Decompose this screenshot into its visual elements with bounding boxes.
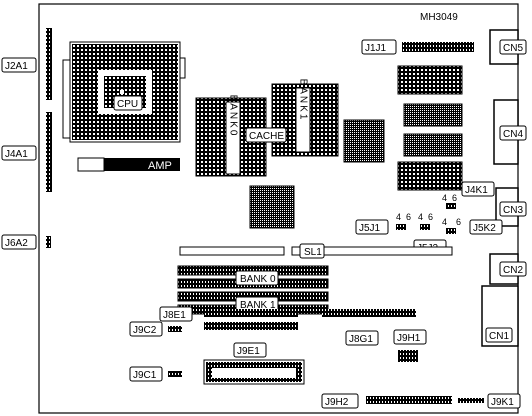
j9h1-label: J9H1 bbox=[397, 333, 421, 344]
mem-chip-4 bbox=[397, 161, 463, 191]
cn2-label: CN2 bbox=[503, 265, 523, 276]
j8e1-header bbox=[204, 309, 298, 317]
cn3-label: CN3 bbox=[503, 205, 523, 216]
j5k2-pin-right: 6 bbox=[456, 217, 461, 227]
j9e1-label: J9E1 bbox=[237, 346, 260, 357]
j9c1-label: J9C1 bbox=[133, 370, 157, 381]
cache-label: CACHE bbox=[249, 131, 284, 142]
j8g1-header bbox=[322, 309, 416, 317]
cache-label-box bbox=[245, 127, 287, 143]
cpu-label: CPU bbox=[117, 99, 138, 110]
j2a1-header bbox=[46, 28, 52, 100]
j5j1-label: J5J1 bbox=[359, 223, 381, 234]
j5j2-jumper bbox=[420, 224, 430, 230]
j4k1-pin-right: 6 bbox=[452, 193, 457, 203]
slot-left bbox=[179, 246, 285, 256]
j9k1-label: J9K1 bbox=[491, 397, 514, 408]
cache-bank0-label: BANK0 bbox=[228, 95, 239, 138]
cpu-label-box bbox=[113, 95, 143, 111]
j4k1-jumper bbox=[446, 203, 456, 209]
j5k2-pin-left: 4 bbox=[442, 217, 447, 227]
j6a2-label: J6A2 bbox=[5, 238, 28, 249]
j4a1-header bbox=[46, 112, 52, 192]
j9c2-jumper bbox=[168, 326, 182, 332]
mem-chip-1 bbox=[397, 65, 463, 95]
j2a1-label: J2A1 bbox=[5, 61, 28, 72]
j5j1-pin-left: 4 bbox=[396, 212, 401, 222]
j4k1-label: J4K1 bbox=[465, 185, 488, 196]
j9k1-header bbox=[458, 398, 484, 403]
j4a1-label: J4A1 bbox=[5, 149, 28, 160]
j9h1-header bbox=[398, 350, 418, 362]
j9h2-label: J9H2 bbox=[325, 397, 349, 408]
amp-handle bbox=[104, 158, 180, 171]
j9c2-label: J9C2 bbox=[133, 325, 157, 336]
mem-chip-2 bbox=[403, 103, 463, 127]
j5j1-pin-right: 6 bbox=[406, 212, 411, 222]
mem-chip-3 bbox=[403, 133, 463, 157]
j4k1-pin-left: 4 bbox=[442, 193, 447, 203]
j5j2-pin-left: 4 bbox=[418, 212, 423, 222]
j1j1-header bbox=[402, 42, 474, 52]
j5k2-jumper bbox=[446, 228, 456, 234]
j5j2-pin-right: 6 bbox=[428, 212, 433, 222]
bank1-label: BANK 1 bbox=[240, 300, 276, 311]
chip-b bbox=[249, 185, 295, 229]
sl1-label: SL1 bbox=[304, 247, 322, 258]
cn5-label: CN5 bbox=[503, 43, 523, 54]
bank0-label: BANK 0 bbox=[240, 274, 276, 285]
sl1-slot bbox=[291, 246, 453, 256]
j5j1-jumper bbox=[396, 224, 406, 230]
cn4-label: CN4 bbox=[503, 129, 523, 140]
j1j1-label: J1J1 bbox=[365, 43, 387, 54]
amp-label: AMP bbox=[148, 160, 172, 172]
j9e1-header bbox=[204, 322, 298, 330]
chip-a bbox=[343, 119, 385, 163]
j5k2-label: J5K2 bbox=[473, 223, 496, 234]
j6a2-jumper bbox=[46, 236, 51, 248]
j8e1-label: J8E1 bbox=[163, 310, 186, 321]
cn1-label: CN1 bbox=[489, 331, 509, 342]
cache-bank1-label: BANK1 bbox=[298, 79, 309, 122]
j8g1-label: J8G1 bbox=[349, 334, 373, 345]
j9c1-jumper bbox=[168, 371, 182, 377]
model-code: MH3049 bbox=[420, 12, 458, 23]
j9h2-header bbox=[366, 396, 452, 404]
